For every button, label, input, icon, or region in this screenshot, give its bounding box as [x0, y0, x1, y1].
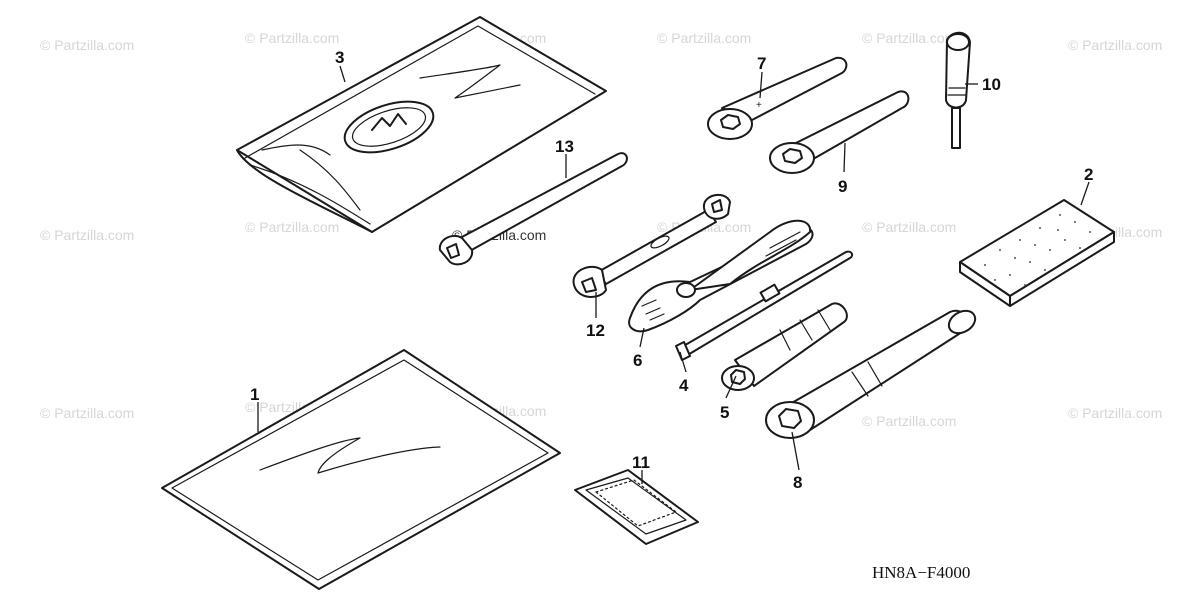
- svg-text:+: +: [756, 100, 762, 111]
- open-wrench-13-part[interactable]: [438, 152, 628, 266]
- callout-5: 5: [720, 403, 729, 422]
- watermark: © Partzilla.com: [862, 219, 956, 235]
- leader-lines: [257, 65, 1090, 484]
- box-wrench-7-part[interactable]: +: [707, 56, 848, 140]
- open-wrench-12-part[interactable]: [572, 193, 731, 298]
- callout-6: 6: [633, 351, 642, 370]
- callout-8: 8: [793, 473, 802, 492]
- tool-bag-part[interactable]: [236, 16, 607, 233]
- watermark: © Partzilla.com: [245, 219, 339, 235]
- manual-envelope-part[interactable]: [161, 349, 561, 590]
- watermark: © Partzilla.com: [862, 30, 956, 46]
- plug-wrench-8-part[interactable]: [765, 306, 979, 439]
- watermark: © Partzilla.com: [40, 227, 134, 243]
- callout-11: 11: [632, 453, 650, 472]
- callout-labels: 1 2 3 4 5 6 7 8 9 10 11 12 13: [250, 48, 1093, 492]
- watermark: © Partzilla.com: [657, 30, 751, 46]
- screwdriver-grip-10-part[interactable]: [945, 31, 971, 149]
- box-wrench-9-part[interactable]: [769, 90, 910, 174]
- callout-3: 3: [335, 48, 344, 67]
- callout-12: 12: [586, 321, 605, 340]
- watermark: © Partzilla.com: [40, 405, 134, 421]
- watermark: © Partzilla.com: [40, 37, 134, 53]
- callout-2: 2: [1084, 165, 1093, 184]
- screwdriver-part[interactable]: [675, 250, 854, 361]
- socket-wrench-5-part[interactable]: [721, 302, 848, 391]
- callout-10: 10: [982, 75, 1001, 94]
- callout-4: 4: [679, 376, 689, 395]
- watermark: © Partzilla.com: [1068, 405, 1162, 421]
- callout-1: 1: [250, 385, 259, 404]
- watermark: © Partzilla.com: [862, 413, 956, 429]
- sponge-pad-part[interactable]: [959, 199, 1115, 307]
- callout-7: 7: [757, 54, 766, 73]
- pliers-part[interactable]: [628, 219, 814, 333]
- callout-9: 9: [838, 177, 847, 196]
- watermark: © Partzilla.com: [1068, 37, 1162, 53]
- watermark: © Partzilla.com: [245, 30, 339, 46]
- callout-13: 13: [555, 137, 574, 156]
- diagram-code: HN8A−F4000: [872, 563, 970, 582]
- strap-band-part[interactable]: [574, 469, 699, 545]
